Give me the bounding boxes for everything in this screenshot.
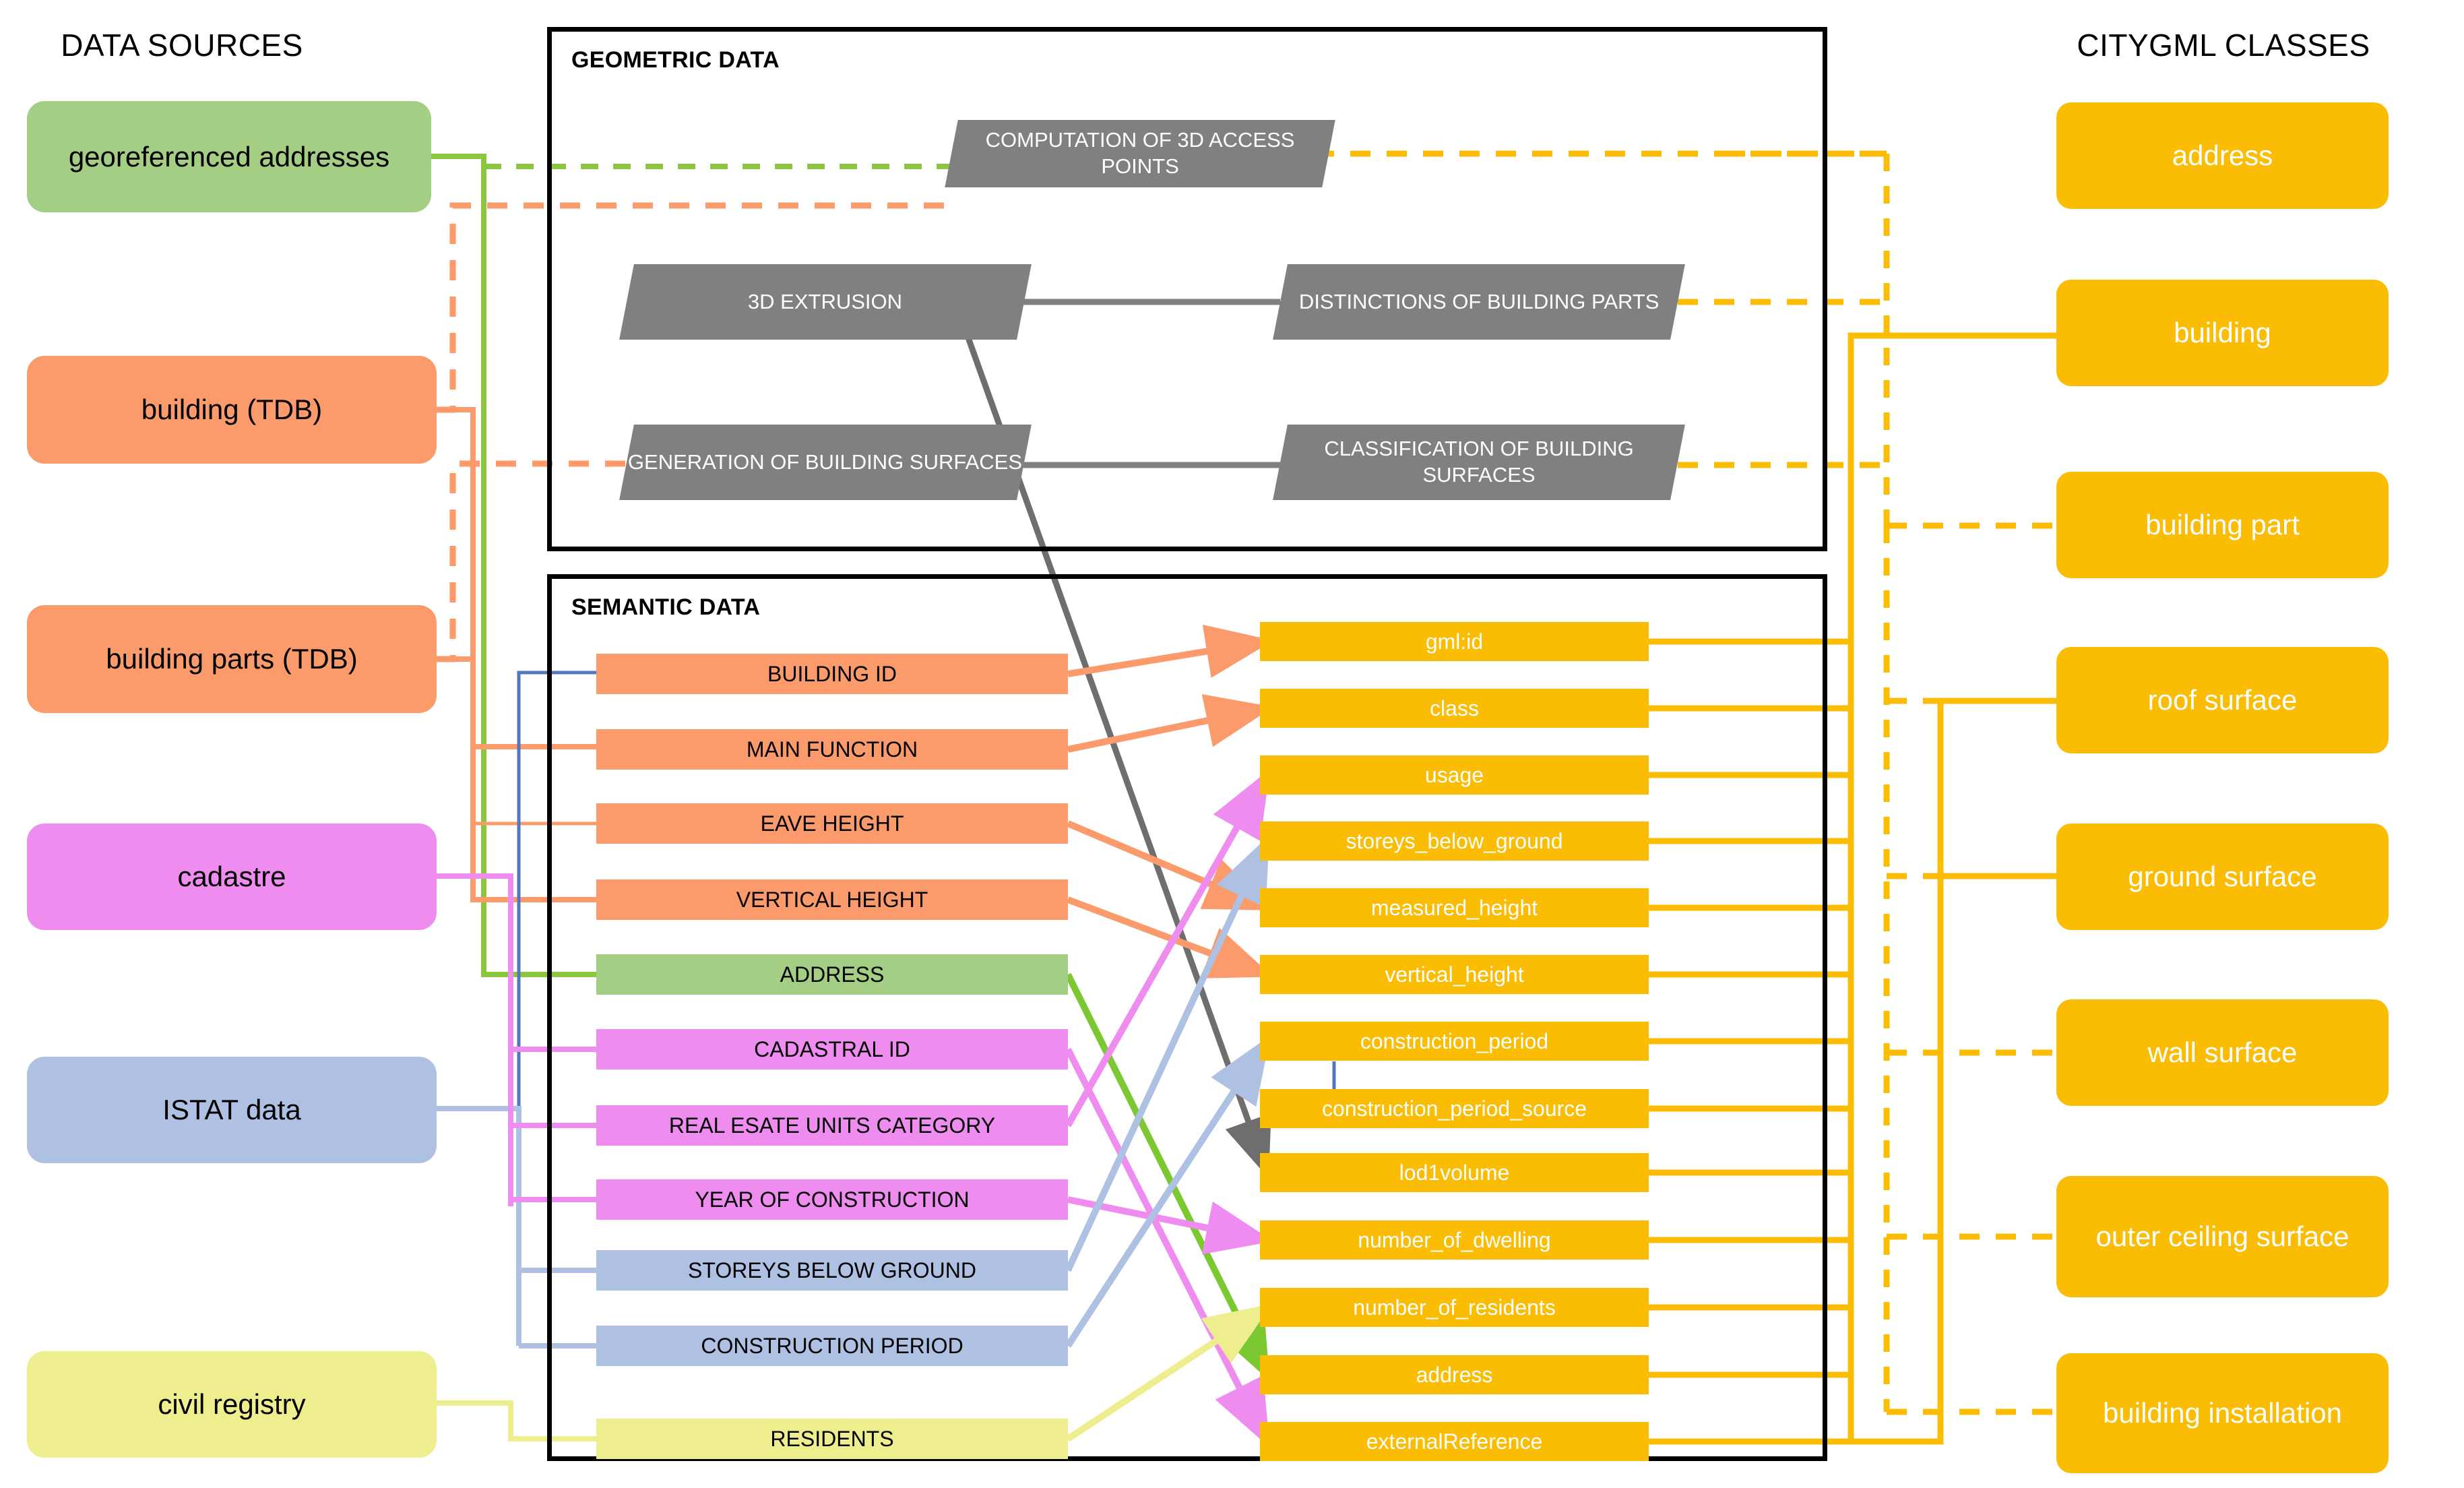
- process-line-1: CLASSIFICATION OF: [1324, 437, 1529, 461]
- attribute-usage[interactable]: usage: [1260, 755, 1649, 795]
- semantic-input-vertical-height[interactable]: VERTICAL HEIGHT: [596, 879, 1068, 920]
- semantic-input-real-estate-units-category[interactable]: REAL ESATE UNITS CATEGORY: [596, 1105, 1068, 1146]
- semantic-input-residents[interactable]: RESIDENTS: [596, 1419, 1068, 1459]
- semantic-data-frame: [547, 574, 1827, 1461]
- attribute-construction-period[interactable]: construction_period: [1260, 1022, 1649, 1061]
- attribute-address[interactable]: address: [1260, 1355, 1649, 1394]
- semantic-input-cadastral-id[interactable]: CADASTRAL ID: [596, 1029, 1068, 1070]
- process-3d-extrusion[interactable]: 3D EXTRUSION: [619, 264, 1032, 340]
- attribute-number-of-residents[interactable]: number_of_residents: [1260, 1288, 1649, 1327]
- semantic-input-main-function[interactable]: MAIN FUNCTION: [596, 729, 1068, 770]
- attribute-measured-height[interactable]: measured_height: [1260, 888, 1649, 927]
- geometric-data-title: GEOMETRIC DATA: [571, 47, 780, 73]
- citygml-class-wall-surface[interactable]: wall surface: [2056, 999, 2389, 1106]
- semantic-data-title: SEMANTIC DATA: [571, 594, 761, 620]
- citygml-class-building[interactable]: building: [2056, 280, 2389, 386]
- attribute-construction-period-source[interactable]: construction_period_source: [1260, 1089, 1649, 1128]
- process-line-1: 3D EXTRUSION: [748, 289, 903, 313]
- process-computation-3d-access-points[interactable]: COMPUTATION OF 3D ACCESS POINTS: [945, 120, 1335, 187]
- process-line-1: GENERATION OF: [628, 450, 800, 474]
- data-source-istat-data[interactable]: ISTAT data: [27, 1057, 437, 1163]
- citygml-class-building-part[interactable]: building part: [2056, 472, 2389, 578]
- attribute-gml-id[interactable]: gml:id: [1260, 622, 1649, 661]
- citygml-class-ground-surface[interactable]: ground surface: [2056, 824, 2389, 930]
- data-source-georeferenced-addresses[interactable]: georeferenced addresses: [27, 101, 431, 212]
- semantic-input-eave-height[interactable]: EAVE HEIGHT: [596, 803, 1068, 844]
- semantic-input-storeys-below-ground[interactable]: STOREYS BELOW GROUND: [596, 1250, 1068, 1291]
- data-sources-header: DATA SOURCES: [61, 28, 303, 63]
- semantic-input-construction-period[interactable]: CONSTRUCTION PERIOD: [596, 1326, 1068, 1366]
- citygml-class-outer-ceiling-surface[interactable]: outer ceiling surface: [2056, 1176, 2389, 1297]
- process-line-2: BUILDING SURFACES: [805, 450, 1023, 474]
- process-line-2: BUILDING PARTS: [1486, 289, 1660, 313]
- process-classification-building-surfaces[interactable]: CLASSIFICATION OF BUILDING SURFACES: [1273, 425, 1685, 500]
- attribute-class[interactable]: class: [1260, 689, 1649, 728]
- citygml-classes-header: CITYGML CLASSES: [2077, 28, 2370, 63]
- data-source-civil-registry[interactable]: civil registry: [27, 1351, 437, 1458]
- attribute-externalreference[interactable]: externalReference: [1260, 1422, 1649, 1461]
- geometric-data-frame: [547, 27, 1827, 551]
- data-source-cadastre[interactable]: cadastre: [27, 824, 437, 930]
- process-distinctions-building-parts[interactable]: DISTINCTIONS OF BUILDING PARTS: [1273, 264, 1685, 340]
- attribute-storeys-below-ground[interactable]: storeys_below_ground: [1260, 822, 1649, 861]
- data-source-building-tdb[interactable]: building (TDB): [27, 356, 437, 464]
- process-line-1: DISTINCTIONS OF: [1298, 289, 1482, 313]
- data-source-building-parts-tdb[interactable]: building parts (TDB): [27, 605, 437, 713]
- citygml-class-address[interactable]: address: [2056, 102, 2389, 209]
- attribute-number-of-dwelling[interactable]: number_of_dwelling: [1260, 1220, 1649, 1260]
- attribute-lod1volume[interactable]: lod1volume: [1260, 1153, 1649, 1192]
- citygml-class-building-installation[interactable]: building installation: [2056, 1353, 2389, 1473]
- semantic-input-address[interactable]: ADDRESS: [596, 954, 1068, 995]
- semantic-input-year-of-construction[interactable]: YEAR OF CONSTRUCTION: [596, 1179, 1068, 1220]
- semantic-input-building-id[interactable]: BUILDING ID: [596, 654, 1068, 694]
- process-line-1: COMPUTATION OF: [985, 128, 1172, 152]
- attribute-vertical-height[interactable]: vertical_height: [1260, 955, 1649, 994]
- process-generation-building-surfaces[interactable]: GENERATION OF BUILDING SURFACES: [619, 425, 1032, 500]
- citygml-class-roof-surface[interactable]: roof surface: [2056, 647, 2389, 753]
